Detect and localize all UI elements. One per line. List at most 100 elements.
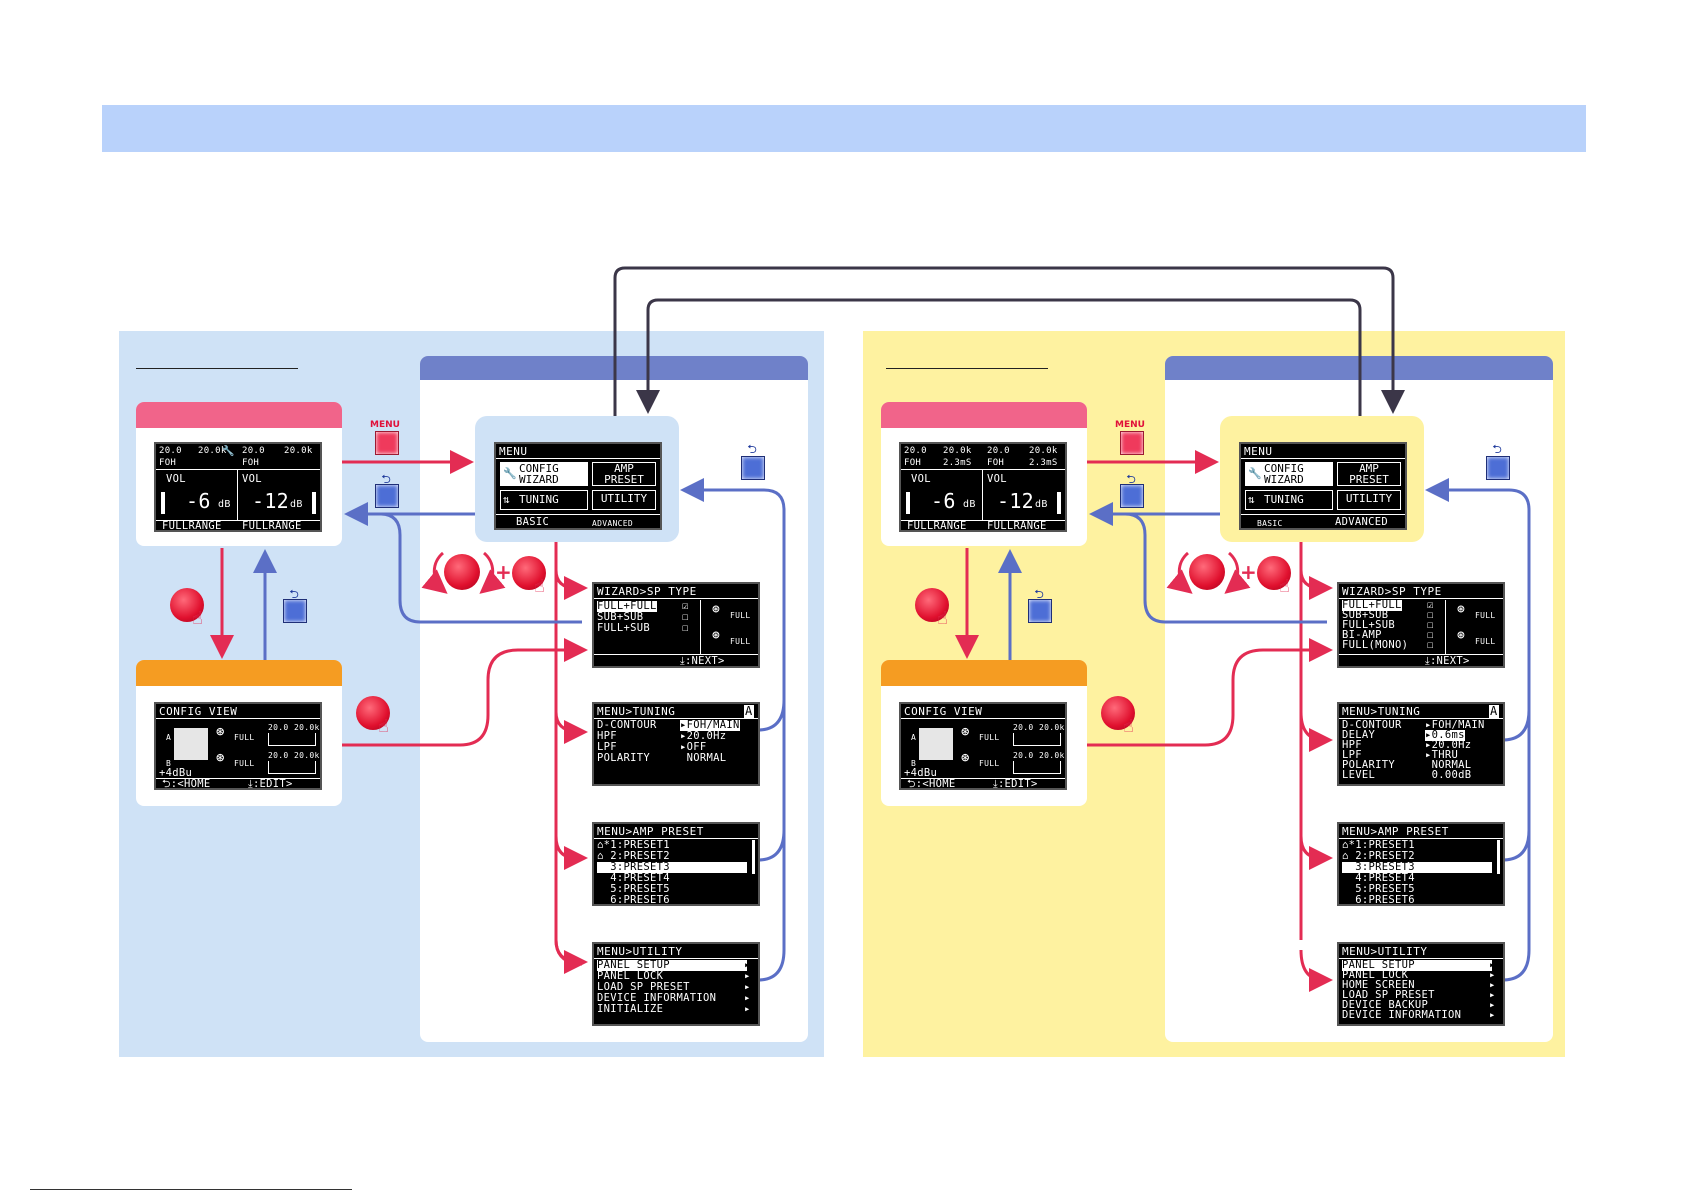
utility-item[interactable]: UTILITY <box>1337 490 1401 510</box>
label-a: A <box>166 733 172 742</box>
ch-a-hi: 20.0k <box>198 446 227 456</box>
checkbox-icon[interactable]: ☐ <box>1427 639 1434 651</box>
config-card-header <box>136 660 342 686</box>
tab-advanced[interactable]: ADVANCED <box>592 519 633 528</box>
tuning-value[interactable]: ▸FOH/MAIN <box>1425 719 1485 731</box>
utility-item[interactable]: INITIALIZE <box>597 1003 664 1015</box>
checkbox-icon[interactable]: ☐ <box>1427 609 1434 621</box>
tuning-value[interactable]: 0.00dB <box>1425 769 1472 781</box>
utility-item[interactable]: PANEL SETUP <box>1342 960 1492 971</box>
back-button[interactable] <box>1486 456 1510 480</box>
utility-item[interactable]: PANEL LOCK <box>1342 969 1409 981</box>
menu-button[interactable] <box>375 431 399 455</box>
wizard-item[interactable]: FULL(MONO) <box>1342 639 1409 651</box>
chevron-right-icon: ▸ <box>744 992 751 1004</box>
utility-item[interactable]: PANEL LOCK <box>597 970 664 982</box>
tuning-value[interactable]: ▸20.0Hz <box>680 730 727 742</box>
checkbox-checked-icon[interactable]: ☑ <box>682 600 689 612</box>
preset-item[interactable]: ⌂*1:PRESET1 <box>1342 839 1415 851</box>
encoder-push-knob[interactable] <box>1257 556 1291 590</box>
wizard-item[interactable]: FULL+SUB <box>597 622 650 634</box>
checkbox-checked-icon[interactable]: ☑ <box>1427 599 1434 611</box>
tuning-param[interactable]: LPF <box>597 741 617 753</box>
preset-item[interactable]: ⌂ 2:PRESET2 <box>1342 850 1415 862</box>
cv-lo-a: 20.0 <box>1013 723 1034 732</box>
cv-lo-a: 20.0 <box>268 723 289 732</box>
back-button[interactable] <box>1028 599 1052 623</box>
checkbox-icon[interactable]: ☐ <box>1427 629 1434 641</box>
wizard-item[interactable]: FULL+FULL <box>597 600 657 612</box>
tuning-param[interactable]: HPF <box>1342 739 1362 751</box>
config-view-title: CONFIG VIEW <box>904 705 983 718</box>
encoder-push-knob[interactable] <box>170 588 204 622</box>
preset-item[interactable]: ⌂ 2:PRESET2 <box>597 850 670 862</box>
encoder-push-knob[interactable] <box>512 556 546 590</box>
back-button[interactable] <box>1120 484 1144 508</box>
tuning-param[interactable]: DELAY <box>1342 729 1376 741</box>
tuning-value[interactable]: ▸FOH/MAIN <box>680 719 740 731</box>
tuning-value[interactable]: ▸20.0Hz <box>1425 739 1472 751</box>
wizard-item[interactable]: FULL+SUB <box>1342 619 1395 631</box>
ch-b-delay: 2.3mS <box>1029 458 1058 468</box>
utility-item[interactable]: LOAD SP PRESET <box>597 981 690 993</box>
tuning-param[interactable]: POLARITY <box>1342 759 1395 771</box>
menu-button[interactable] <box>1120 431 1144 455</box>
tuning-param[interactable]: LEVEL <box>1342 769 1376 781</box>
wizard-item[interactable]: FULL+FULL <box>1342 599 1402 611</box>
wizard-item[interactable]: SUB+SUB <box>597 611 644 623</box>
tuning-value[interactable]: NORMAL <box>680 752 727 764</box>
tuning-param[interactable]: D-CONTOUR <box>597 719 657 731</box>
tuning-param[interactable]: HPF <box>597 730 617 742</box>
preset-item[interactable]: 5:PRESET5 <box>1342 883 1415 895</box>
preset-item[interactable]: 3:PRESET3 <box>597 862 747 873</box>
preset-item[interactable]: 3:PRESET3 <box>1342 862 1492 873</box>
wizard-item[interactable]: SUB+SUB <box>1342 609 1389 621</box>
preset-item[interactable]: 5:PRESET5 <box>597 883 670 895</box>
utility-item[interactable]: DEVICE INFORMATION <box>1342 1009 1462 1021</box>
preset-item[interactable]: 4:PRESET4 <box>597 872 670 884</box>
preset-item[interactable]: 6:PRESET6 <box>1342 894 1415 906</box>
amp-preset-item[interactable]: AMP PRESET <box>1337 462 1401 486</box>
utility-item[interactable]: DEVICE INFORMATION <box>597 992 717 1004</box>
preset-item[interactable]: ⌂*1:PRESET1 <box>597 839 670 851</box>
preset-item[interactable]: 4:PRESET4 <box>1342 872 1415 884</box>
back-button[interactable] <box>375 484 399 508</box>
utility-item[interactable]: LOAD SP PRESET <box>1342 989 1435 1001</box>
tuning-value[interactable]: ▸THRU <box>1425 749 1459 761</box>
back-button[interactable] <box>741 456 765 480</box>
tuning-icon: ⇅ <box>1248 493 1255 506</box>
config-wizard-item[interactable]: 🔧CONFIG WIZARD <box>500 462 588 486</box>
amp-preset-item[interactable]: AMP PRESET <box>592 462 656 486</box>
utility-item[interactable]: UTILITY <box>592 490 656 510</box>
tuning-value[interactable]: ▸OFF <box>680 741 707 753</box>
wizard-item[interactable]: BI-AMP <box>1342 629 1382 641</box>
utility-item[interactable]: HOME SCREEN <box>1342 979 1415 991</box>
encoder-push-knob[interactable] <box>1101 696 1135 730</box>
tuning-value[interactable]: ▸0.6ms <box>1425 729 1465 741</box>
scrollbar[interactable] <box>1497 840 1500 874</box>
scrollbar[interactable] <box>752 840 755 874</box>
preset-item[interactable]: 6:PRESET6 <box>597 894 670 906</box>
tuning-value[interactable]: NORMAL <box>1425 759 1472 771</box>
back-button[interactable] <box>283 599 307 623</box>
tuning-item[interactable]: ⇅TUNING <box>1245 490 1333 510</box>
utility-item[interactable]: PANEL SETUP <box>597 960 747 971</box>
tuning-item[interactable]: ⇅TUNING <box>500 490 588 510</box>
tuning-param[interactable]: D-CONTOUR <box>1342 719 1402 731</box>
tab-advanced[interactable]: ADVANCED <box>1335 516 1388 528</box>
tuning-param[interactable]: LPF <box>1342 749 1362 761</box>
encoder-rotate-knob[interactable] <box>1189 554 1225 590</box>
back-arrow-icon: ⮌ <box>1492 442 1502 456</box>
config-wizard-item[interactable]: 🔧CONFIG WIZARD <box>1245 462 1333 486</box>
tuning-param[interactable]: POLARITY <box>597 752 650 764</box>
checkbox-icon[interactable]: ☐ <box>682 622 689 634</box>
checkbox-icon[interactable]: ☐ <box>682 611 689 623</box>
encoder-push-knob[interactable] <box>915 588 949 622</box>
utility-item[interactable]: DEVICE BACKUP <box>1342 999 1429 1011</box>
tab-basic[interactable]: BASIC <box>516 516 550 528</box>
tab-basic[interactable]: BASIC <box>1257 519 1283 528</box>
checkbox-icon[interactable]: ☐ <box>1427 619 1434 631</box>
encoder-push-knob[interactable] <box>356 696 390 730</box>
speaker-icon: ⊛ <box>1457 628 1465 643</box>
encoder-rotate-knob[interactable] <box>444 554 480 590</box>
